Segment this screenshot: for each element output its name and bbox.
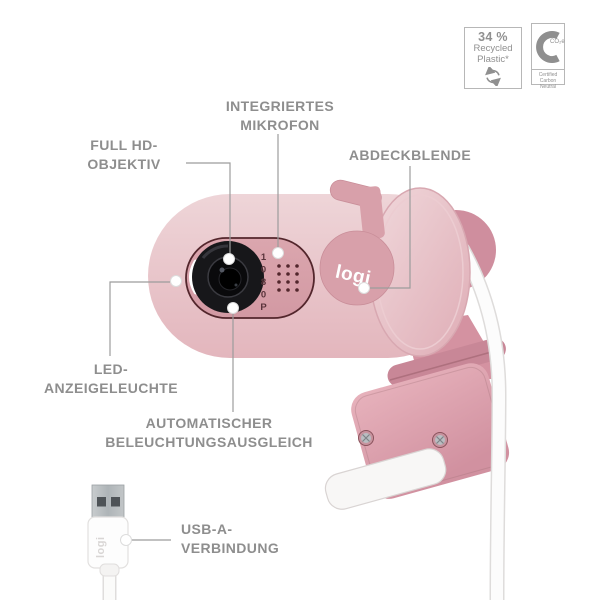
usb-strain-relief [99,563,120,577]
carbon-neutral-c-icon [536,31,560,63]
callout-label-led: LED- ANZEIGELEUCHTE [44,361,178,396]
callout-dots [120,247,370,546]
recycle-arrows-icon [485,67,501,86]
usb-connector: logi [87,484,129,600]
callout-dot-usb [120,534,132,546]
callout-line-lens [186,162,231,255]
webcam-lens [192,241,264,313]
usb-contact-slot [111,497,120,507]
callout-dot-led [170,275,182,287]
callout-dot-privacy-shutter [358,282,370,294]
callout-dot-lens [223,253,235,265]
lens-resolution-badge: 1080P [258,252,269,315]
callout-label-usb: USB-A- VERBINDUNG [181,521,280,556]
lens-glint [219,267,225,273]
callout-label-auto-light: AUTOMATISCHER BELEUCHTUNGSAUSGLEICH [105,415,313,450]
carbon-neutral-badge: CO₂e Certified Carbon Neutral [531,23,565,90]
base-screw-left [358,430,374,446]
callout-label-privacy-shutter: ABDECKBLENDE [348,147,472,163]
mount-hinge [387,337,506,387]
carbon-neutral-caption: Certified Carbon Neutral [538,72,558,90]
hinge-seam [389,350,496,381]
base-rubber-pad [324,448,447,510]
usb-contact-slot [97,497,106,507]
callout-line-privacy-shutter [370,166,411,289]
usb-cable [455,242,507,600]
callout-dot-auto-light [227,302,239,314]
callout-label-microphone: INTEGRIERTES MIKROFON [225,98,335,133]
callout-line-led [109,281,170,356]
recycled-percent: 34 % [478,30,508,44]
callout-dot-microphone [272,247,284,259]
callout-lines [109,134,411,541]
microphone-holes [277,264,299,292]
base-screw-right [432,432,448,448]
callout-label-lens: FULL HD- OBJEKTIV [87,137,161,172]
privacy-shutter: logi [319,179,395,306]
co2e-label: CO₂e [550,39,565,45]
recycled-plastic-badge: 34 % Recycled Plastic* [464,27,522,89]
logi-logo-usb: logi [95,536,107,558]
badge-divider [532,69,564,70]
